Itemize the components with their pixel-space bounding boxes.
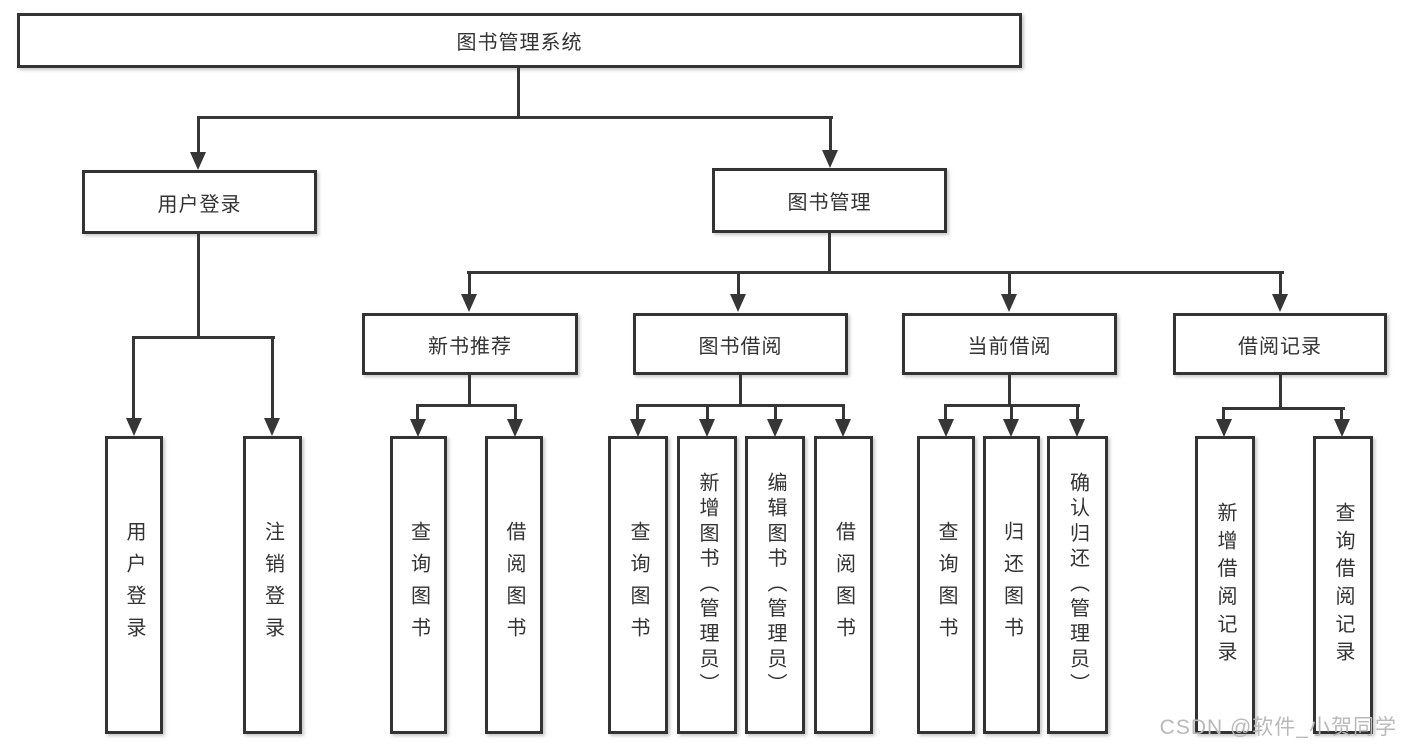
csdn-watermark: CSDN @软件_小贺同学 (1159, 716, 1397, 739)
arrowhead-down-icon (126, 418, 142, 436)
arrowhead-down-icon (630, 419, 646, 437)
arrowhead-down-icon (1001, 294, 1017, 312)
edge-line (636, 404, 845, 407)
leaf-borrow-books-1-label: 借阅图书 (503, 521, 525, 649)
node-root-box: 图书管理系统 (17, 13, 1022, 68)
edge-line (774, 404, 777, 419)
edge-line (737, 271, 740, 294)
arrowhead-down-icon (822, 150, 838, 168)
node-user-login-box: 用户登录 (82, 170, 317, 234)
leaf-logout-box: 注销登录 (243, 436, 302, 734)
edge-line (517, 68, 520, 119)
edge-line (1279, 271, 1282, 294)
edge-line (636, 404, 639, 419)
edge-line (514, 404, 517, 419)
leaf-query-books-2-box: 查询图书 (608, 436, 668, 734)
node-new-book-recommend-label: 新书推荐 (428, 335, 512, 358)
leaf-add-borrow-record-label: 新增借阅记录 (1214, 501, 1236, 669)
arrowhead-down-icon (507, 419, 523, 437)
edge-line (271, 336, 274, 418)
edge-line (467, 271, 1284, 274)
edge-line (1010, 404, 1013, 419)
node-new-book-recommend-box: 新书推荐 (362, 313, 578, 375)
leaf-logout-label: 注销登录 (261, 521, 284, 649)
leaf-add-books-admin-box: 新增图书（管理员） (677, 436, 737, 734)
edge-line (1222, 407, 1345, 410)
leaf-add-books-admin-label: 新增图书（管理员） (696, 472, 718, 698)
arrowhead-down-icon (190, 152, 206, 170)
leaf-query-books-1-label: 查询图书 (407, 521, 430, 649)
node-root-label: 图书管理系统 (456, 32, 583, 54)
leaf-edit-books-admin-box: 编辑图书（管理员） (745, 436, 805, 734)
node-borrow-records-box: 借阅记录 (1173, 313, 1387, 375)
node-current-borrow-box: 当前借阅 (902, 313, 1117, 375)
edge-line (1340, 407, 1343, 419)
arrowhead-down-icon (699, 419, 715, 437)
edge-line (1008, 271, 1011, 294)
edge-line (828, 233, 831, 273)
edge-line (416, 404, 517, 407)
leaf-query-books-3-box: 查询图书 (917, 436, 975, 734)
edge-line (197, 116, 833, 119)
edge-line (416, 404, 419, 419)
edge-line (1222, 407, 1225, 419)
edge-line (1279, 375, 1282, 409)
arrowhead-down-icon (1216, 419, 1232, 437)
arrowhead-down-icon (835, 419, 851, 437)
leaf-query-books-3-label: 查询图书 (935, 521, 957, 649)
leaf-query-borrow-record-box: 查询借阅记录 (1313, 436, 1373, 734)
edge-line (944, 404, 947, 419)
arrowhead-down-icon (1069, 419, 1085, 437)
arrowhead-down-icon (767, 419, 783, 437)
edge-line (1008, 375, 1011, 406)
node-user-login-label: 用户登录 (157, 193, 242, 216)
node-book-borrow-box: 图书借阅 (633, 313, 848, 375)
leaf-query-borrow-record-label: 查询借阅记录 (1332, 501, 1354, 669)
edge-line (842, 404, 845, 419)
edge-line (132, 336, 275, 339)
leaf-return-books-box: 归还图书 (983, 436, 1040, 734)
edge-line (739, 375, 742, 406)
arrowhead-down-icon (730, 294, 746, 312)
edge-line (468, 271, 471, 294)
arrowhead-down-icon (1334, 419, 1350, 437)
arrowhead-down-icon (1272, 294, 1288, 312)
leaf-return-books-label: 归还图书 (1000, 521, 1023, 649)
node-book-management-box: 图书管理 (712, 168, 947, 233)
node-current-borrow-label: 当前借阅 (967, 335, 1052, 358)
edge-line (706, 404, 709, 419)
arrowhead-down-icon (264, 418, 280, 436)
leaf-borrow-books-2-box: 借阅图书 (814, 436, 873, 734)
leaf-confirm-return-admin-label: 确认归还（管理员） (1066, 472, 1089, 698)
arrowhead-down-icon (410, 419, 426, 437)
arrowhead-down-icon (461, 294, 477, 312)
arrowhead-down-icon (1003, 419, 1019, 437)
leaf-edit-books-admin-label: 编辑图书（管理员） (764, 472, 786, 698)
edge-line (132, 336, 135, 418)
leaf-query-books-1-box: 查询图书 (390, 436, 447, 734)
arrowhead-down-icon (938, 419, 954, 437)
leaf-borrow-books-2-label: 借阅图书 (832, 521, 855, 649)
edge-line (468, 375, 471, 406)
edge-line (197, 234, 200, 339)
leaf-borrow-books-1-box: 借阅图书 (485, 436, 543, 734)
edge-line (829, 116, 832, 150)
edge-line (1076, 404, 1079, 419)
node-book-management-label: 图书管理 (787, 192, 872, 214)
node-book-borrow-label: 图书借阅 (698, 335, 783, 358)
leaf-query-books-2-label: 查询图书 (627, 521, 649, 649)
node-borrow-records-label: 借阅记录 (1238, 335, 1322, 358)
edge-line (197, 116, 200, 152)
leaf-add-borrow-record-box: 新增借阅记录 (1195, 436, 1255, 734)
leaf-user-login-label: 用户登录 (123, 521, 145, 649)
leaf-confirm-return-admin-box: 确认归还（管理员） (1047, 436, 1108, 734)
leaf-user-login-box: 用户登录 (105, 436, 163, 734)
